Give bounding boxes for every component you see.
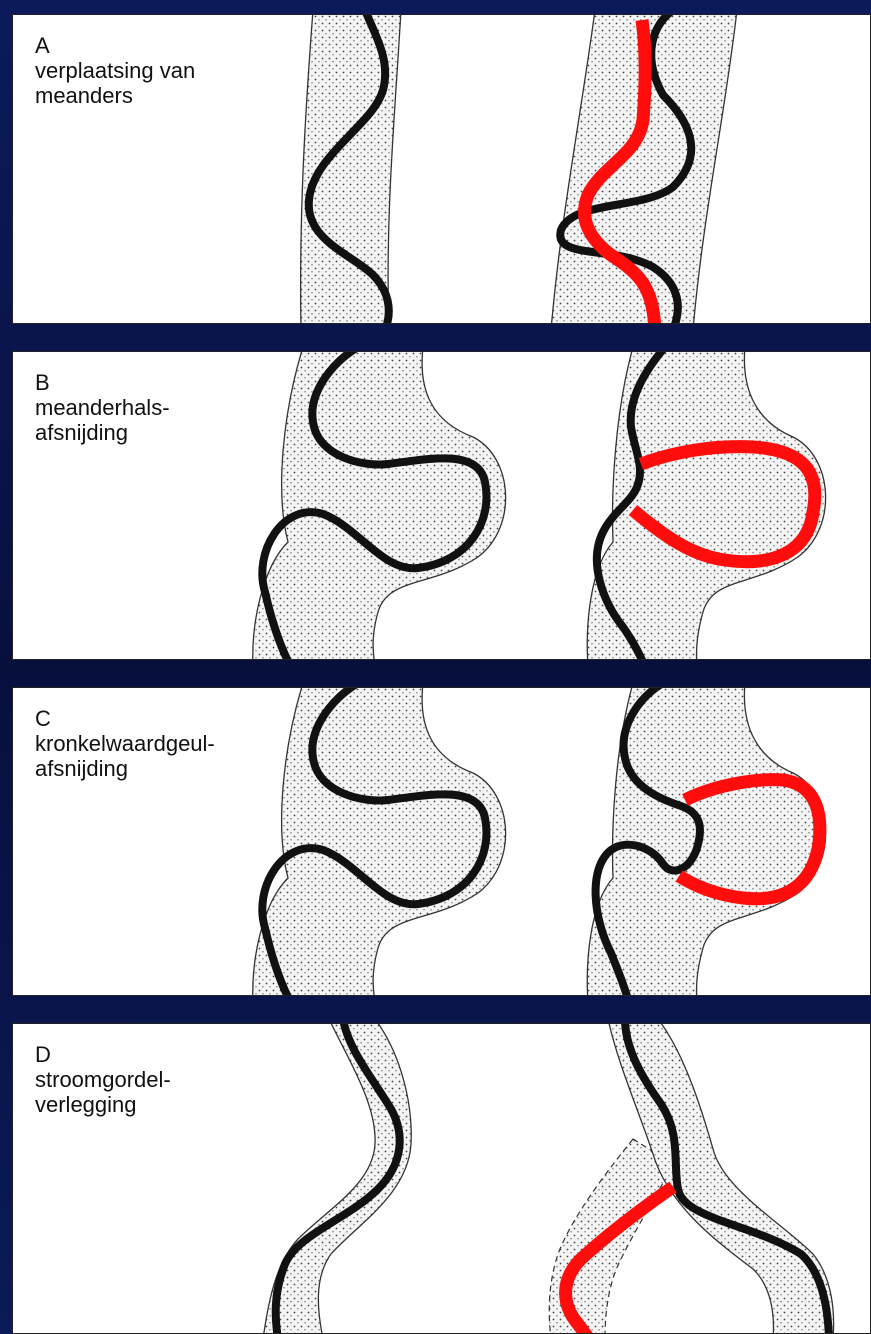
panel-d-label: D stroomgordel- verlegging <box>35 1042 285 1117</box>
panel-b-title: meanderhals- afsnijding <box>35 395 285 445</box>
panel-b-letter: B <box>35 370 285 395</box>
panel-a: A verplaatsing van meanders <box>12 14 871 324</box>
panel-c-label: C kronkelwaardgeul- afsnijding <box>35 706 285 781</box>
panel-c-stream-belt-before <box>253 688 506 996</box>
panel-d-title: stroomgordel- verlegging <box>35 1067 285 1117</box>
panel-b: B meanderhals- afsnijding <box>12 351 871 660</box>
panel-a-label: A verplaatsing van meanders <box>35 33 285 108</box>
panel-c-letter: C <box>35 706 285 731</box>
panel-d: D stroomgordel- verlegging <box>12 1023 871 1334</box>
panel-c: C kronkelwaardgeul- afsnijding <box>12 687 871 996</box>
panel-b-stream-belt-before <box>253 352 506 660</box>
panel-d-letter: D <box>35 1042 285 1067</box>
panel-b-label: B meanderhals- afsnijding <box>35 370 285 445</box>
panel-a-letter: A <box>35 33 285 58</box>
panel-c-title: kronkelwaardgeul- afsnijding <box>35 731 285 781</box>
panel-a-title: verplaatsing van meanders <box>35 58 285 108</box>
